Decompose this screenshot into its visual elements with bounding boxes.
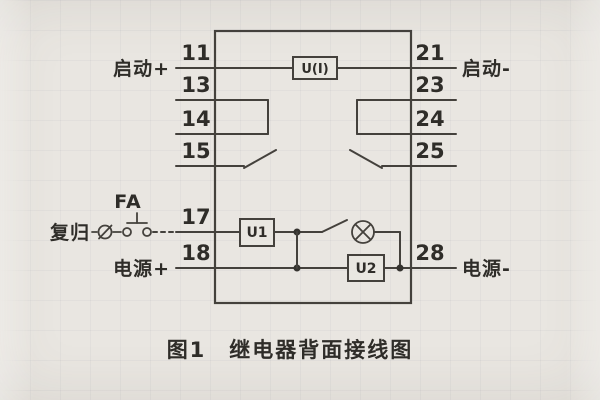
function-labels: 启动+ 启动- 复归 FA 电源+ 电源- xyxy=(49,57,511,280)
left-terminal-numbers: 11 13 14 15 17 18 xyxy=(181,41,210,265)
right-contact-group xyxy=(349,99,457,169)
row-reset-circuit: U1 xyxy=(175,218,401,269)
terminal-11: 11 xyxy=(181,41,210,65)
terminal-13: 13 xyxy=(181,73,210,97)
switch-blade-symbol xyxy=(321,219,348,233)
socket-circle-icon xyxy=(97,224,113,240)
u2-box xyxy=(347,254,385,282)
u1-box xyxy=(239,218,275,247)
contact-blade-symbol xyxy=(349,149,383,169)
indicator-lamp-icon xyxy=(351,220,375,244)
terminal-18: 18 xyxy=(181,241,210,265)
button-contact-circle xyxy=(122,227,132,237)
voltage-element-label: U(I) xyxy=(301,62,328,77)
reset-pushbutton-symbol xyxy=(91,212,177,240)
terminal-21: 21 xyxy=(415,41,444,65)
row-start-circuit: U(I) xyxy=(175,56,457,80)
row-power-circuit: U2 xyxy=(175,231,457,282)
u2-label: U2 xyxy=(355,261,376,277)
terminal-24: 24 xyxy=(415,107,444,131)
figure-caption: 图1 继电器背面接线图 xyxy=(167,338,414,362)
left-contact-group xyxy=(175,99,277,169)
paper-right-margin xyxy=(566,0,600,400)
terminal-17: 17 xyxy=(181,205,210,229)
lamp-cross xyxy=(354,223,372,241)
terminal-14: 14 xyxy=(181,107,210,131)
u1-label: U1 xyxy=(246,225,267,241)
right-terminal-numbers: 21 23 24 25 28 xyxy=(415,41,444,265)
socket-slash xyxy=(98,224,113,240)
button-contact-circle xyxy=(142,227,152,237)
reset-label: 复归 xyxy=(49,221,90,244)
power-minus-label: 电源- xyxy=(462,257,511,280)
paper-left-margin xyxy=(0,0,34,400)
start-plus-label: 启动+ xyxy=(113,57,170,80)
start-minus-label: 启动- xyxy=(462,57,511,80)
reset-button-label: FA xyxy=(114,191,142,213)
terminal-25: 25 xyxy=(415,139,444,163)
contact-blade-symbol xyxy=(243,149,277,169)
voltage-element-box xyxy=(292,56,338,80)
terminal-28: 28 xyxy=(415,241,444,265)
terminal-23: 23 xyxy=(415,73,444,97)
terminal-15: 15 xyxy=(181,139,210,163)
power-plus-label: 电源+ xyxy=(113,257,170,280)
junction-dot xyxy=(396,264,404,272)
